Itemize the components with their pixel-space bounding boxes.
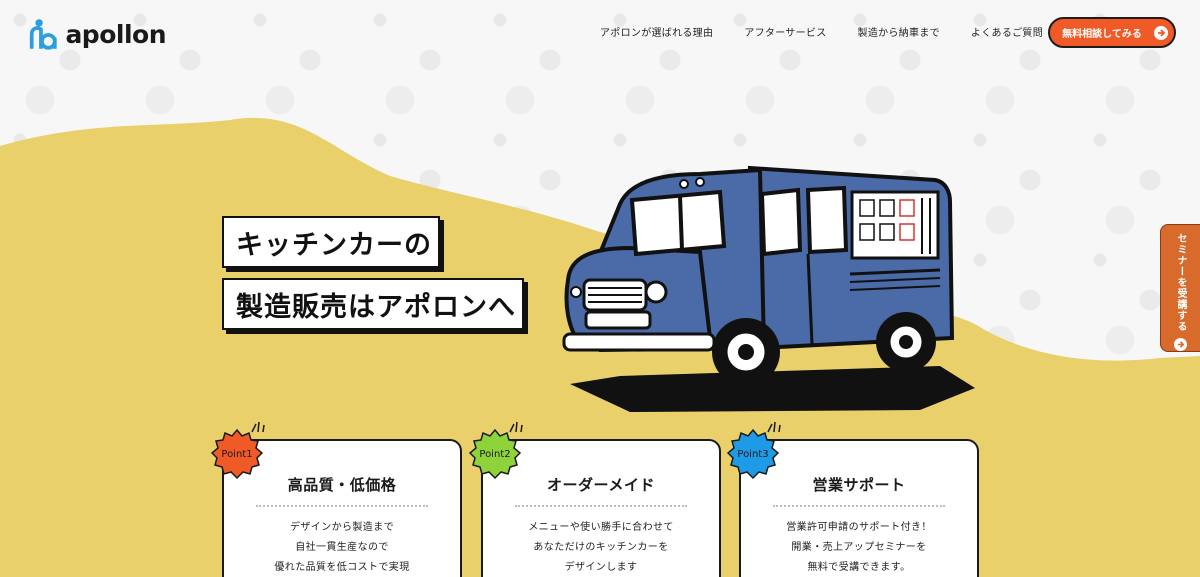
logo-mark-icon — [29, 19, 57, 50]
starburst-badge-icon — [727, 428, 779, 480]
desc-line: 営業許可申請のサポート付き！ — [786, 522, 932, 533]
point-card-3: 営業サポート 営業許可申請のサポート付き！ 開業・売上アップセミナーを 無料で受… — [739, 439, 979, 577]
desc-line: デザインから製造まで — [290, 522, 394, 533]
desc-line: 自社一貫生産なので — [295, 542, 389, 553]
desc-line: デザインします — [564, 562, 638, 573]
point-card-description: メニューや使い勝手に合わせて あなただけのキッチンカーを デザインします — [483, 518, 719, 577]
arrow-right-circle-icon — [1153, 25, 1168, 40]
point-card-description: 営業許可申請のサポート付き！ 開業・売上アップセミナーを 無料で受講できます。 — [741, 518, 977, 577]
dotted-divider — [256, 505, 428, 507]
free-consultation-button[interactable]: 無料相談してみる — [1048, 17, 1176, 48]
point-badge-1: Point1 — [211, 428, 263, 480]
desc-line: 優れた品質を低コストで実現 — [274, 562, 410, 573]
point-card-1: 高品質・低価格 デザインから製造まで 自社一貫生産なので 優れた品質を低コストで… — [222, 439, 462, 577]
nav-item-faq[interactable]: よくあるご質問 — [970, 28, 1044, 39]
point-badge-2: Point2 — [469, 428, 521, 480]
free-consultation-label: 無料相談してみる — [1062, 29, 1142, 40]
seminar-side-tab[interactable]: セミナーを受講する — [1160, 224, 1200, 352]
desc-line: あなただけのキッチンカーを — [533, 542, 669, 553]
sparkle-icon — [509, 421, 523, 433]
point-card-title: オーダーメイド — [547, 476, 655, 494]
starburst-badge-icon — [211, 428, 263, 480]
arrow-right-circle-icon — [1174, 338, 1187, 351]
dotted-divider — [773, 505, 945, 507]
nav-item-reasons[interactable]: アポロンが選ばれる理由 — [600, 28, 714, 39]
point-badge-label: Point2 — [479, 448, 511, 460]
point-card-title: 営業サポート — [812, 476, 906, 494]
hero-headline-line2: 製造販売はアポロンへ — [222, 278, 524, 330]
point-badge-3: Point3 — [727, 428, 779, 480]
main-nav: アポロンが選ばれる理由 アフターサービス 製造から納車まで よくあるご質問 — [600, 24, 1074, 39]
point-badge-label: Point3 — [737, 448, 769, 460]
sparkle-icon — [767, 421, 781, 433]
nav-item-manufacturing[interactable]: 製造から納車まで — [857, 28, 940, 39]
point-badge-label: Point1 — [221, 448, 253, 460]
hero-headline-line1: キッチンカーの — [222, 216, 440, 268]
site-header: apollon アポロンが選ばれる理由 アフターサービス 製造から納車まで よく… — [0, 0, 1200, 70]
logo-text: apollon — [65, 19, 166, 49]
point-card-2: オーダーメイド メニューや使い勝手に合わせて あなただけのキッチンカーを デザイ… — [481, 439, 721, 577]
point-card-title: 高品質・低価格 — [287, 476, 397, 494]
desc-line: メニューや使い勝手に合わせて — [528, 522, 674, 533]
apollon-logo[interactable]: apollon — [28, 10, 166, 58]
desc-line: 開業・売上アップセミナーを — [791, 542, 927, 553]
dotted-divider — [515, 505, 687, 507]
point-card-description: デザインから製造まで 自社一貫生産なので 優れた品質を低コストで実現 — [224, 518, 460, 577]
sparkle-icon — [251, 421, 265, 433]
kitchen-truck-illustration — [562, 165, 975, 412]
nav-item-after-service[interactable]: アフターサービス — [744, 28, 827, 39]
seminar-tab-label: セミナーを受講する — [1175, 233, 1186, 332]
starburst-badge-icon — [469, 428, 521, 480]
desc-line: 無料で受講できます。 — [807, 562, 911, 573]
